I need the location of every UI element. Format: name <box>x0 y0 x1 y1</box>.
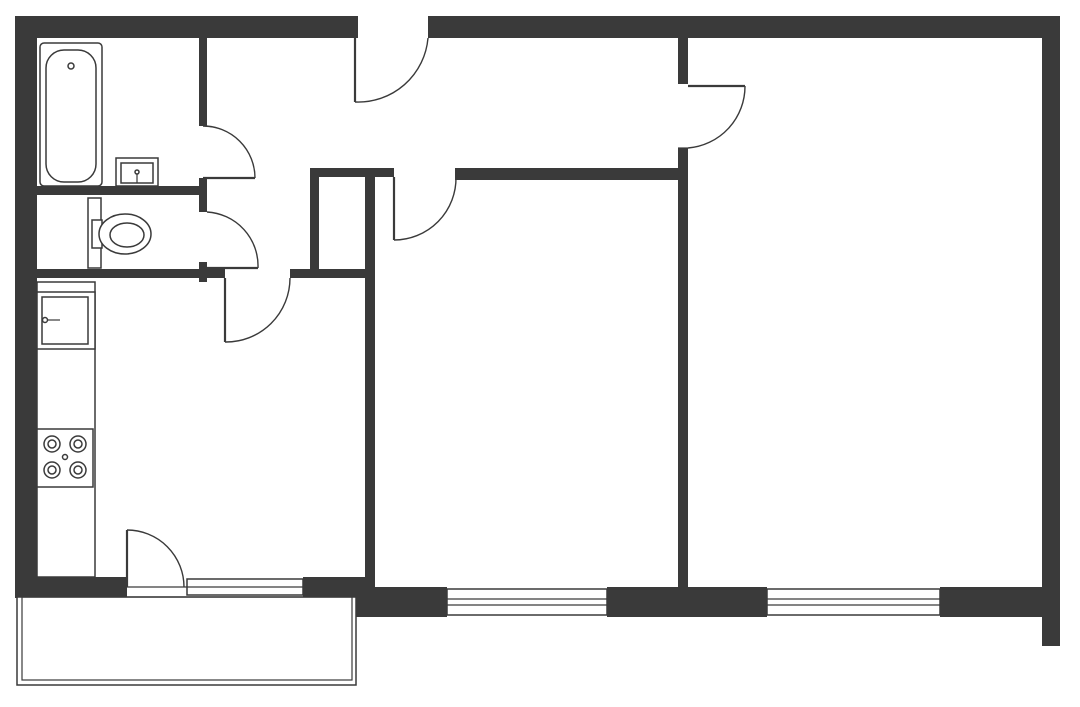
bedroom-top-wall <box>455 168 688 180</box>
stove <box>36 428 94 488</box>
bottom-wall-living-right <box>940 587 1060 617</box>
top-wall-right <box>428 16 1060 38</box>
top-wall-left <box>15 16 355 38</box>
left-wall <box>15 16 37 598</box>
bathroom-right-wall-upper <box>199 38 207 126</box>
toilet-door <box>206 211 259 270</box>
closet-left-wall <box>310 168 319 272</box>
closet-right-wall <box>365 168 375 272</box>
bedroom-door <box>392 176 457 241</box>
bath-toilet-divider <box>37 186 207 195</box>
kitchen-right-wall <box>365 269 375 587</box>
bedroom-living-divider <box>678 148 688 587</box>
kitchen-sink <box>36 291 96 350</box>
bottom-wall-bedroom-right <box>607 587 767 617</box>
doors <box>125 16 746 588</box>
balcony <box>16 596 357 686</box>
bathtub <box>39 42 103 187</box>
kitchen-door <box>223 277 291 343</box>
living-room-window <box>766 588 941 616</box>
bedroom-window <box>446 588 608 616</box>
interior-walls <box>37 38 688 587</box>
exterior-walls <box>15 16 1060 646</box>
closet-top-wall <box>310 168 394 177</box>
living-room-door <box>678 84 746 149</box>
windows <box>186 578 941 616</box>
bottom-wall-bedroom-left <box>352 587 447 617</box>
kitchen-window <box>186 578 304 596</box>
bathroom-door <box>202 125 256 180</box>
entrance-door <box>352 16 429 103</box>
toilet <box>87 197 152 269</box>
balcony-door <box>125 529 187 588</box>
bottom-wall-kitchen-left <box>15 577 127 597</box>
right-wall <box>1042 16 1060 646</box>
toilet-kitchen-divider-left <box>37 269 225 278</box>
kitchen-top-wall-right <box>290 269 375 278</box>
bathroom-sink <box>115 157 159 187</box>
living-left-wall-upper <box>678 38 688 84</box>
